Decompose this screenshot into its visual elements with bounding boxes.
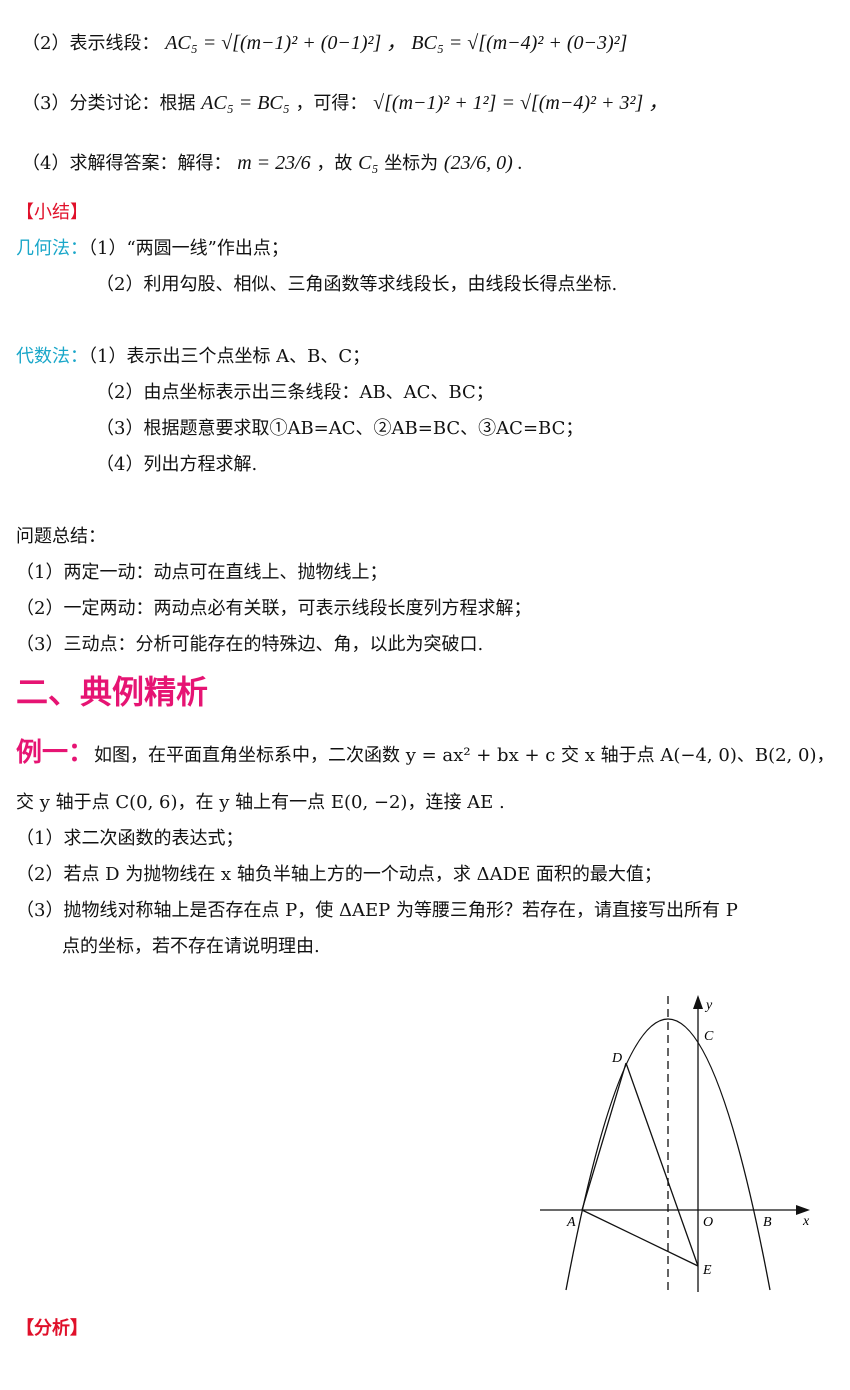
step-3: （3）分类讨论：根据 AC₅ = BC₅ ，可得： √[(m−1)² + 1²]… [22,92,669,114]
section-heading: 二、典例精析 [16,673,209,711]
geometry-item: （1）“两圆一线”作出点； [88,238,289,259]
problem-summary-title: 问题总结： [16,526,106,547]
geometry-method: 几何法：（1）“两圆一线”作出点； [16,236,289,262]
example-label: 例一： [16,738,95,768]
algebra-item: （4）列出方程求解. [96,454,258,475]
example-question: （3）抛物线对称轴上是否存在点 P，使 ΔAEP 为等腰三角形？若存在，请直接写… [16,900,738,921]
algebra-item: （3）根据题意要求取①AB=AC、②AB=BC、③AC=BC； [96,418,584,439]
label-B: B [763,1215,772,1230]
segment-AE [581,1209,699,1267]
algebra-item: （2）由点坐标表示出三条线段：AB、AC、BC； [96,382,494,403]
segment-DE [625,1062,699,1267]
example-question: 点的坐标，若不存在请说明理由. [62,936,320,957]
label-x: x [802,1214,810,1229]
geometry-item: （2）利用勾股、相似、三角函数等求线段长，由线段长得点坐标. [96,274,618,295]
label-y: y [704,998,713,1013]
example-line-1: 例一：如图，在平面直角坐标系中，二次函数 y = ax² + bx + c 交 … [16,738,835,768]
example-question: （2）若点 D 为抛物线在 x 轴负半轴上方的一个动点，求 ΔADE 面积的最大… [16,864,662,885]
parabola-figure: y x C D A O B E [540,995,810,1292]
summary-title: 【小结】 [16,202,88,223]
example-question: （1）求二次函数的表达式； [16,828,244,849]
problem-summary-item: （1）两定一动：动点可在直线上、抛物线上； [16,562,388,583]
parabola-curve [565,1018,771,1291]
label-E: E [702,1263,712,1278]
y-axis-arrow [693,995,703,1009]
algebra-method: 代数法：（1）表示出三个点坐标 A、B、C； [16,344,370,370]
algebra-label: 代数法： [16,346,88,367]
geometry-label: 几何法： [16,238,88,259]
analysis-title: 【分析】 [16,1318,88,1339]
problem-summary-item: （3）三动点：分析可能存在的特殊边、角，以此为突破口. [16,634,484,655]
label-A: A [566,1215,576,1230]
label-O: O [703,1215,713,1230]
example-line-2: 交 y 轴于点 C(0, 6)，在 y 轴上有一点 E(0, −2)，连接 AE… [16,792,505,813]
algebra-item: （1）表示出三个点坐标 A、B、C； [88,346,371,367]
step-2: （2）表示线段： AC₅ = √[(m−1)² + (0−1)²] ， BC₅ … [22,32,628,54]
label-C: C [704,1029,714,1044]
label-D: D [611,1051,622,1066]
segment-AD [581,1062,627,1211]
problem-summary-item: （2）一定两动：两动点必有关联，可表示线段长度列方程求解； [16,598,532,619]
step-4: （4）求解得答案：解得： m = 23/6 ，故 C₅ 坐标为 (23/6, 0… [22,152,523,174]
x-axis-arrow [796,1205,810,1215]
